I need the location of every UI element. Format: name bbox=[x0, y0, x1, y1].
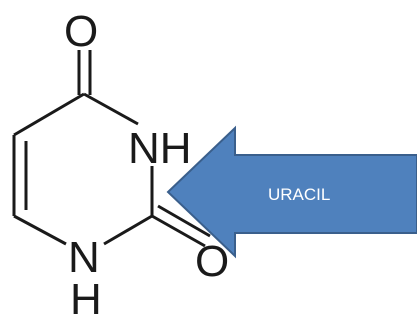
atom-o-top: O bbox=[64, 7, 98, 56]
bond-c6-n1 bbox=[13, 214, 67, 246]
atom-nh-right: NH bbox=[128, 124, 192, 173]
arrow-label: URACIL bbox=[268, 185, 330, 204]
bond-c4-n3 bbox=[83, 92, 139, 126]
atom-n-bottom: N bbox=[68, 233, 100, 282]
bond-c4-c5 bbox=[13, 92, 85, 137]
bond-n1-c2 bbox=[103, 214, 153, 246]
bond-c2-o-a bbox=[151, 214, 206, 248]
arrow-shape bbox=[166, 125, 417, 259]
atom-h-bottom: H bbox=[70, 275, 102, 323]
uracil-structure: O NH N H O bbox=[12, 7, 229, 323]
bond-c2-o-b bbox=[157, 204, 211, 238]
uracil-arrow: URACIL bbox=[166, 125, 417, 259]
